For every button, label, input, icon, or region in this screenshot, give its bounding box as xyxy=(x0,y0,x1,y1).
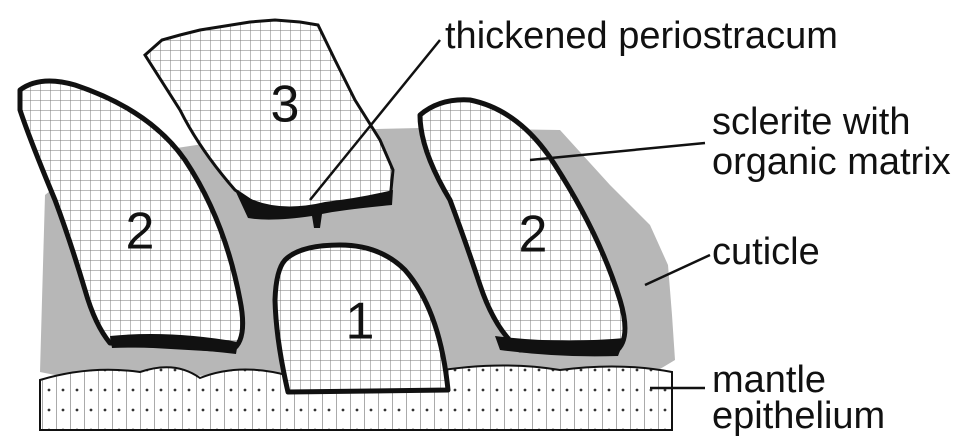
sclerite-right-number: 2 xyxy=(519,206,548,264)
sclerite-left xyxy=(17,78,246,353)
periostracum-top xyxy=(235,190,393,228)
sclerite-top-number: 3 xyxy=(271,76,300,134)
label-cuticle: cuticle xyxy=(712,231,820,273)
leader-periostracum xyxy=(309,39,441,201)
label-sclerite-line1: sclerite with xyxy=(712,101,911,143)
label-mantle-line1: mantle xyxy=(712,359,826,401)
sclerite-center xyxy=(272,242,451,395)
label-thickened-periostracum: thickened periostracum xyxy=(445,15,838,57)
sclerite-right xyxy=(417,97,628,355)
sclerite-center-number: 1 xyxy=(346,293,375,351)
leader-cuticle xyxy=(644,253,711,287)
periostracum-right xyxy=(495,336,625,357)
label-sclerite-line2: organic matrix xyxy=(712,141,951,183)
leader-sclerite xyxy=(529,141,706,162)
periostracum-left xyxy=(110,334,238,354)
label-mantle-line2: epithelium xyxy=(712,395,885,437)
sclerite-left-number: 2 xyxy=(126,203,155,261)
